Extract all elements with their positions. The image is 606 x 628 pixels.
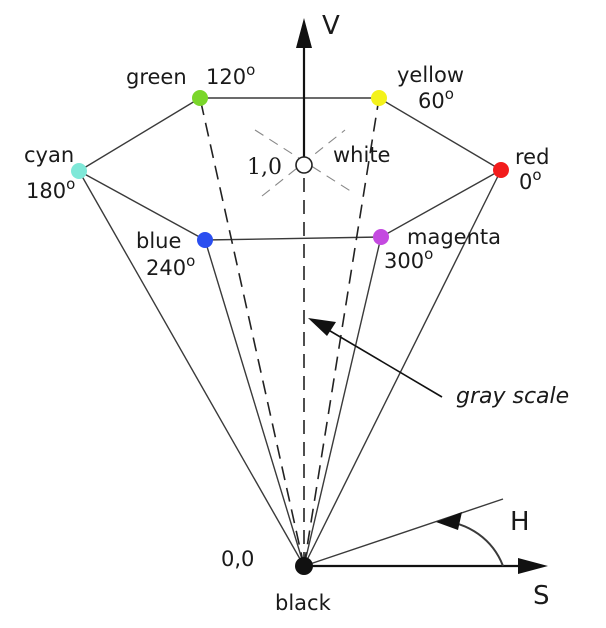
vertex-dots — [71, 90, 509, 575]
s-arrowhead — [518, 558, 548, 574]
h-arc — [439, 520, 504, 567]
magenta-name-label: magenta — [407, 225, 501, 249]
black-name-label: black — [275, 591, 332, 615]
white-point-dot — [295, 156, 313, 174]
black-point-dot — [295, 557, 313, 575]
edge-magenta-blue — [204, 236, 382, 241]
red-name-label: red — [515, 145, 549, 169]
h-reference-line — [303, 498, 504, 567]
blue-vertex-dot — [197, 232, 213, 248]
side-blue — [204, 239, 305, 567]
black-coord-label: 0,0 — [221, 547, 254, 571]
yellow-name-label: yellow — [397, 63, 464, 87]
white-name-label: white — [333, 143, 390, 167]
magenta-angle-label: 300o — [384, 245, 433, 273]
blue-angle-label: 240o — [146, 252, 195, 280]
side-yellow-hidden — [303, 97, 380, 567]
green-vertex-dot — [192, 90, 208, 106]
s-axis: S — [304, 558, 550, 611]
red-vertex-dot — [493, 162, 509, 178]
v-arrowhead — [296, 18, 312, 48]
h-arrowhead — [436, 512, 462, 530]
side-green-hidden — [199, 97, 305, 567]
gray-scale-pointer: gray scale — [308, 318, 569, 409]
v-axis: V — [296, 11, 340, 165]
cone-sides — [78, 97, 502, 567]
yellow-angle-label: 60o — [418, 85, 454, 113]
gray-scale-label: gray scale — [456, 384, 569, 409]
edge-yellow-red — [378, 97, 502, 171]
cyan-name-label: cyan — [24, 143, 74, 167]
edge-cyan-green — [78, 97, 201, 172]
cyan-vertex-dot — [71, 163, 87, 179]
edge-blue-cyan — [78, 170, 206, 241]
yellow-vertex-dot — [371, 90, 387, 106]
vertex-labels: red 0o yellow 60o green 120o cyan 180o b… — [24, 61, 549, 615]
hexagon-edges — [78, 97, 502, 241]
side-magenta — [303, 236, 382, 567]
green-name-label: green — [126, 65, 187, 89]
gray-scale-arrowhead — [308, 318, 336, 336]
blue-name-label: blue — [136, 229, 181, 253]
magenta-vertex-dot — [373, 229, 389, 245]
side-red — [303, 169, 502, 567]
green-angle-label: 120o — [206, 61, 255, 89]
edge-red-magenta — [380, 169, 502, 238]
cyan-angle-label: 180o — [26, 175, 75, 203]
white-coord-label: 1,0 — [247, 155, 282, 180]
v-axis-label: V — [322, 11, 340, 41]
h-angle-label: H — [510, 507, 530, 537]
side-cyan — [78, 170, 305, 567]
red-angle-label: 0o — [519, 166, 542, 194]
s-axis-label: S — [533, 581, 550, 611]
h-angle: H — [303, 498, 530, 567]
